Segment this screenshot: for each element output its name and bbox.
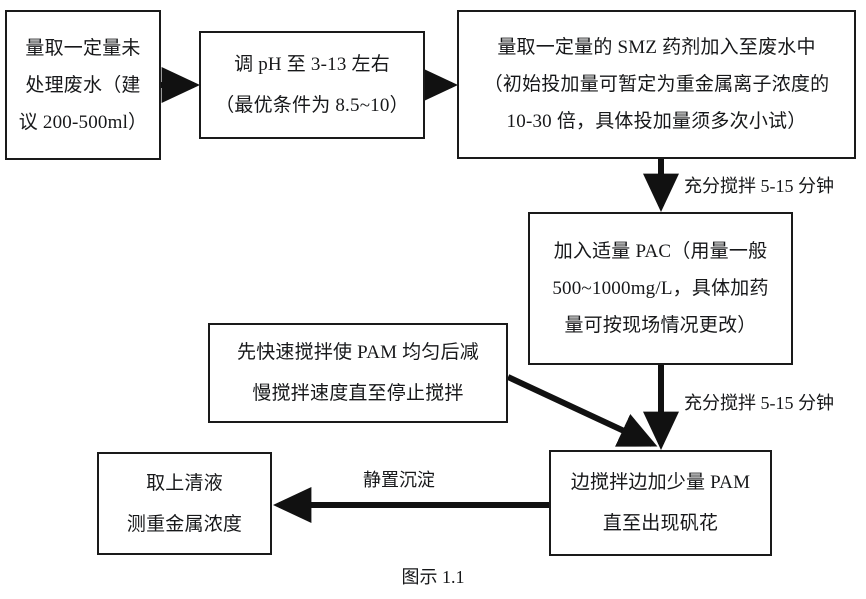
figure-caption: 图示 1.1 xyxy=(401,567,465,587)
node-intake-line-1: 量取一定量未 xyxy=(25,37,141,59)
node-ph-adjust[interactable]: 调 pH 至 3-13 左右 （最优条件为 8.5~10） xyxy=(199,31,425,139)
edge-label-settle: 静置沉淀 xyxy=(363,470,435,490)
node-smz-dosing-line-2: （初始投加量可暂定为重金属离子浓度的 xyxy=(483,74,830,95)
node-ph-adjust-line-1: 调 pH 至 3-13 左右 xyxy=(234,54,390,75)
node-pac-dosing-line-2: 500~1000mg/L，具体加药 xyxy=(552,278,769,299)
node-intake-line-3: 议 200-500ml） xyxy=(18,111,148,133)
node-intake-line-2: 处理废水（建 xyxy=(25,74,141,96)
node-intake[interactable]: 量取一定量未 处理废水（建 议 200-500ml） xyxy=(5,10,161,160)
edge-label-stir-2: 充分搅拌 5-15 分钟 xyxy=(684,393,834,413)
node-smz-dosing[interactable]: 量取一定量的 SMZ 药剂加入至废水中 （初始投加量可暂定为重金属离子浓度的 1… xyxy=(457,10,856,159)
node-pac-dosing-line-3: 量可按现场情况更改） xyxy=(564,315,757,336)
node-pac-dosing[interactable]: 加入适量 PAC（用量一般 500~1000mg/L，具体加药 量可按现场情况更… xyxy=(528,212,793,365)
node-pam-stirring-note-line-1: 先快速搅拌使 PAM 均匀后减 xyxy=(237,342,479,363)
node-supernatant-measure-line-1: 取上清液 xyxy=(146,472,223,494)
node-supernatant-measure[interactable]: 取上清液 测重金属浓度 xyxy=(97,452,272,555)
node-pam-stirring-note-line-2: 慢搅拌速度直至停止搅拌 xyxy=(252,383,464,404)
node-pam-dosing-line-1: 边搅拌边加少量 PAM xyxy=(570,472,751,493)
node-pam-stirring-note[interactable]: 先快速搅拌使 PAM 均匀后减 慢搅拌速度直至停止搅拌 xyxy=(208,323,508,423)
node-supernatant-measure-line-2: 测重金属浓度 xyxy=(126,513,243,535)
node-smz-dosing-line-1: 量取一定量的 SMZ 药剂加入至废水中 xyxy=(497,37,816,58)
node-smz-dosing-line-3: 10-30 倍，具体投加量须多次小试） xyxy=(506,111,807,132)
node-pam-dosing[interactable]: 边搅拌边加少量 PAM 直至出现矾花 xyxy=(549,450,772,556)
node-pam-dosing-line-2: 直至出现矾花 xyxy=(602,513,719,534)
edge-label-stir-1: 充分搅拌 5-15 分钟 xyxy=(684,176,834,196)
node-pac-dosing-line-1: 加入适量 PAC（用量一般 xyxy=(553,241,768,262)
arrow-pamnote-to-pam xyxy=(506,374,658,447)
node-ph-adjust-line-2: （最优条件为 8.5~10） xyxy=(215,95,409,116)
